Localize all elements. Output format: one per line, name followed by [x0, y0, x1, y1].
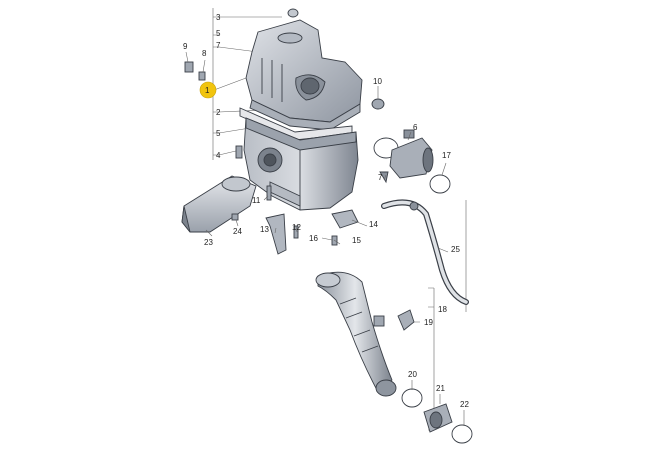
callout-1[interactable]: 1	[205, 86, 210, 95]
callout-7b[interactable]: 7	[378, 173, 383, 182]
callout-3[interactable]: 3	[216, 13, 221, 22]
callout-21[interactable]: 21	[436, 384, 445, 393]
callout-20[interactable]: 20	[408, 370, 417, 379]
callout-17[interactable]: 17	[442, 151, 451, 160]
callout-10[interactable]: 10	[373, 77, 382, 86]
callout-8[interactable]: 8	[202, 49, 207, 58]
callout-18[interactable]: 18	[438, 305, 447, 314]
air-filter-lid	[245, 8, 363, 131]
callout-5b[interactable]: 5	[216, 129, 221, 138]
callout-15[interactable]: 15	[352, 236, 361, 245]
callout-22[interactable]: 22	[460, 400, 469, 409]
callout-13[interactable]: 13	[260, 225, 269, 234]
air-filter-housing	[243, 117, 359, 211]
callout-6[interactable]: 6	[413, 123, 418, 132]
housing-hardware	[184, 61, 399, 255]
callout-7a[interactable]: 7	[216, 41, 221, 50]
callout-labels: 1 2 3 4 5 5 6 7 7 8 9 10 11 12 13 14 15 …	[183, 13, 469, 409]
callout-5a[interactable]: 5	[216, 29, 221, 38]
callout-14[interactable]: 14	[369, 220, 378, 229]
callout-25[interactable]: 25	[451, 245, 460, 254]
selected-part-highlight	[199, 81, 217, 99]
callout-11[interactable]: 11	[252, 196, 261, 205]
intake-hose	[315, 271, 397, 397]
callout-24[interactable]: 24	[233, 227, 242, 236]
callout-4[interactable]: 4	[216, 151, 221, 160]
callout-23[interactable]: 23	[204, 238, 213, 247]
intake-snorkel	[181, 175, 257, 233]
callout-16[interactable]: 16	[309, 234, 318, 243]
callout-9[interactable]: 9	[183, 42, 188, 51]
callout-2[interactable]: 2	[216, 108, 221, 117]
callout-12[interactable]: 12	[292, 223, 301, 232]
callout-19[interactable]: 19	[424, 318, 433, 327]
air-mass-meter	[379, 129, 451, 194]
leader-lines	[185, 51, 465, 426]
vent-pipe	[381, 199, 469, 305]
